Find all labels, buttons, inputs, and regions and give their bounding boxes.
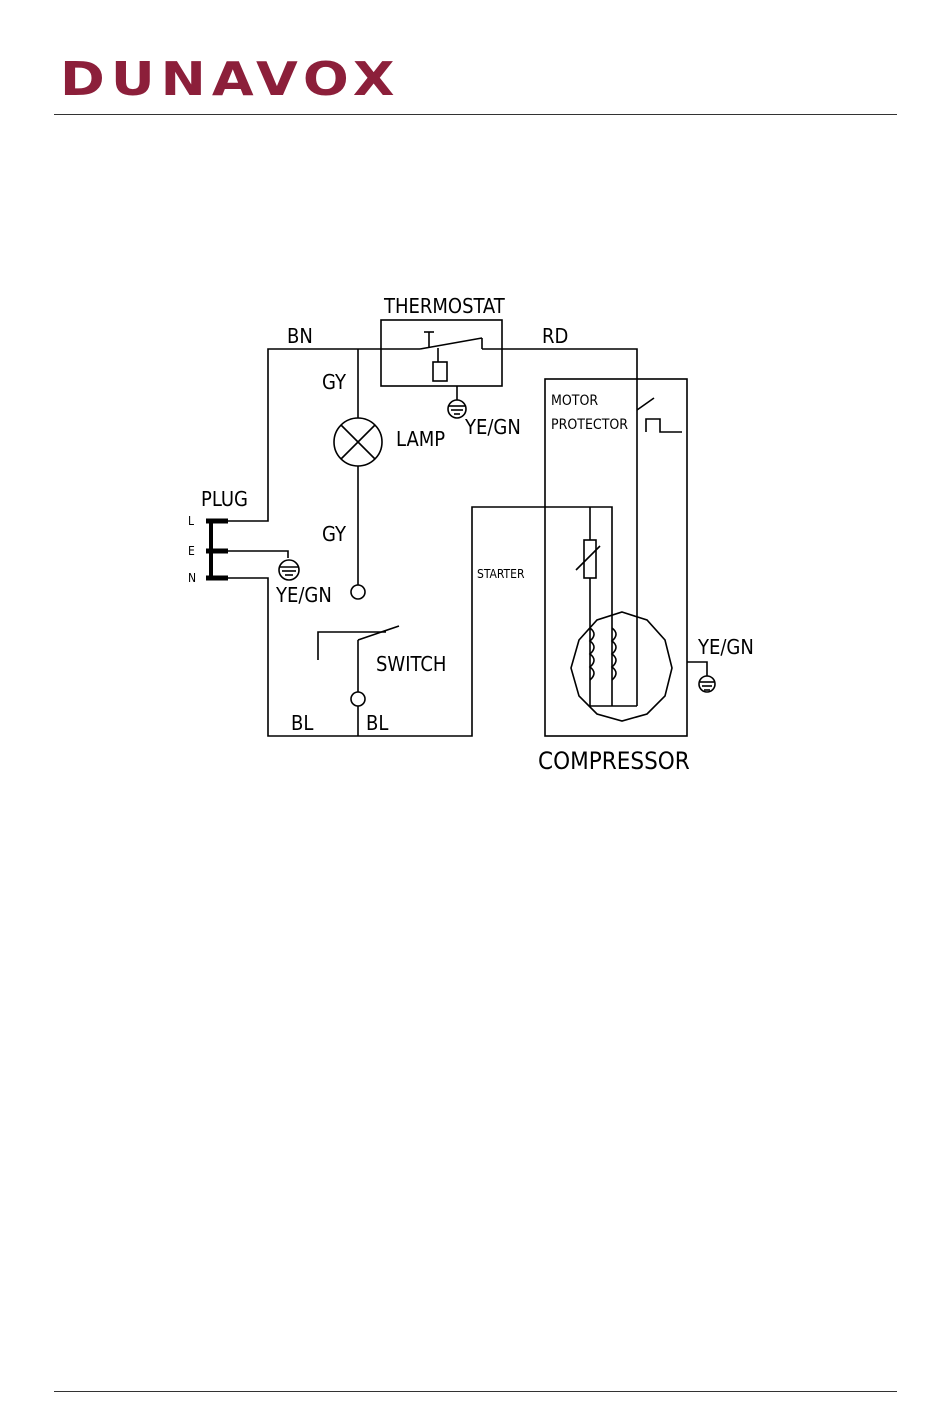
plug-pin-n: N [188, 571, 196, 585]
ground-icon [687, 662, 715, 692]
compressor-label: COMPRESSOR [538, 747, 690, 775]
protector-label: PROTECTOR [551, 417, 628, 433]
ground-icon [448, 400, 466, 418]
motor-protector [637, 398, 682, 706]
wire-label-bl-left: BL [291, 711, 313, 735]
ground-icon [279, 560, 299, 580]
thermostat-component [380, 320, 502, 400]
plug-pin-l: L [188, 514, 194, 528]
compressor-motor [571, 612, 672, 721]
lamp-label: LAMP [396, 427, 445, 451]
wire-label-rd: RD [542, 324, 568, 348]
starter-label: STARTER [477, 567, 525, 581]
ground-label-compressor: YE/GN [697, 635, 754, 659]
motor-label: MOTOR [551, 393, 598, 409]
ground-label-plug: YE/GN [275, 583, 332, 607]
wire-label-bl-right: BL [366, 711, 388, 735]
wire-label-bn: BN [287, 324, 313, 348]
ground-label-thermostat: YE/GN [464, 415, 521, 439]
thermostat-label: THERMOSTAT [383, 294, 506, 318]
wire-label-gy-top: GY [322, 370, 347, 394]
footer-divider [54, 1391, 897, 1392]
plug-label: PLUG [201, 487, 248, 511]
plug-connector [206, 521, 228, 578]
starter-ptc [576, 507, 600, 706]
wire-label-gy-mid: GY [322, 522, 347, 546]
plug-pin-e: E [188, 544, 195, 558]
switch-label: SWITCH [376, 652, 446, 676]
